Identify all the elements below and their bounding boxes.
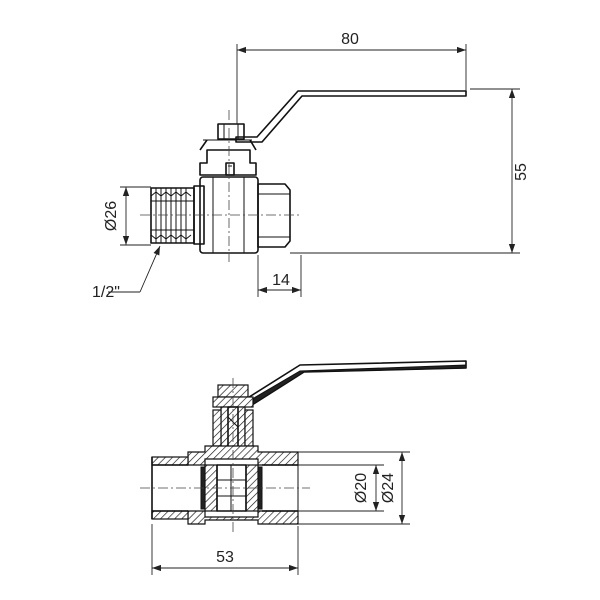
dim-thread-leader: 1/2" xyxy=(92,245,161,301)
dim-53-label: 53 xyxy=(216,549,234,566)
dim-80-label: 80 xyxy=(341,31,359,48)
dim-female-depth: 14 xyxy=(257,255,302,297)
dim-outer-24: Ø24 xyxy=(298,451,410,525)
section-view: Ø20 Ø24 53 xyxy=(140,360,467,575)
dim-d20-label: Ø20 xyxy=(353,473,370,503)
section-body xyxy=(187,445,299,525)
handle-lever xyxy=(217,90,467,143)
dim-14-label: 14 xyxy=(272,272,290,289)
dim-bore-20: Ø20 xyxy=(298,464,384,512)
dim-handle-length: 80 xyxy=(236,31,467,124)
male-thread xyxy=(150,187,195,244)
dim-height: 55 xyxy=(290,88,530,254)
valve-stem xyxy=(199,139,257,176)
dim-55-label: 55 xyxy=(513,163,530,181)
dim-diameter-26: Ø26 xyxy=(103,186,151,246)
top-view: 80 55 Ø26 1/2" 14 xyxy=(92,31,530,301)
dim-length-53: 53 xyxy=(151,524,299,575)
dim-d26-label: Ø26 xyxy=(103,201,120,231)
section-handle xyxy=(245,360,467,407)
dim-thread-label: 1/2" xyxy=(92,284,120,301)
dim-d24-label: Ø24 xyxy=(380,473,397,503)
section-male-end xyxy=(151,456,189,520)
